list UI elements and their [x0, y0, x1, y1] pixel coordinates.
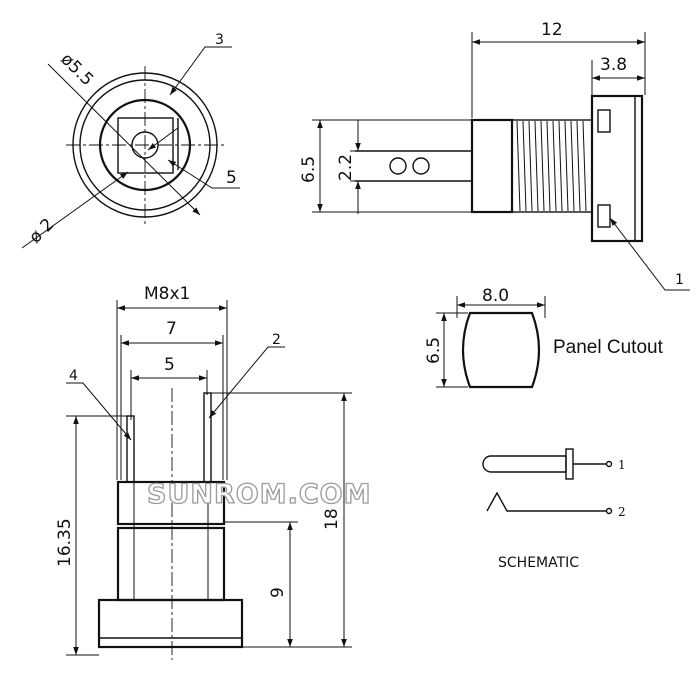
thread-line	[558, 120, 563, 212]
bottom-thread-label: M8x1	[144, 284, 190, 304]
schematic-pin-flange	[565, 448, 574, 480]
schematic-spring-contact	[486, 491, 606, 512]
front-contact-block	[117, 117, 174, 174]
cutout-shape	[461, 311, 541, 389]
side-length-label: 12	[541, 20, 563, 40]
cutout-title: Panel Cutout	[553, 337, 664, 358]
side-body	[470, 118, 514, 214]
schematic: 1 2 SCHEMATIC	[482, 448, 626, 571]
thread-line	[522, 120, 527, 212]
callout-5: 5	[226, 168, 237, 188]
schematic-title: SCHEMATIC	[498, 555, 579, 571]
side-pin-hole-1	[389, 157, 407, 175]
thread-line	[552, 120, 557, 212]
callout-3: 3	[215, 32, 224, 48]
side-pin-hole-2	[412, 157, 430, 175]
side-pin-spacing-label: 2.2	[336, 154, 356, 181]
thread-line	[564, 120, 569, 212]
schematic-terminal-1	[605, 460, 613, 468]
schematic-terminal-2	[605, 507, 613, 515]
bottom-flange	[97, 598, 244, 649]
bottom-body-height-label: 18	[322, 508, 342, 530]
front-dia-outer-label: ø5.5	[56, 49, 97, 90]
watermark: SUNROM.COM	[147, 479, 371, 510]
bottom-width-label: 7	[166, 319, 177, 339]
side-head-label: 3.8	[600, 55, 627, 75]
thread-line	[582, 120, 587, 212]
schematic-pin-2-label: 2	[618, 505, 626, 519]
schematic-pin-body	[482, 455, 567, 473]
callout-4: 4	[69, 368, 78, 384]
cutout-width-label: 8.0	[482, 286, 509, 306]
bottom-mount-height-label: 9	[268, 587, 288, 598]
thread-line	[546, 120, 551, 212]
side-thread-lines	[516, 120, 587, 212]
pin-4	[126, 415, 135, 483]
bottom-view: M8x1 7 5 4 2 16.35	[55, 284, 352, 660]
callout-1: 1	[675, 272, 684, 288]
cutout-height-label: 6.5	[424, 337, 444, 364]
side-head	[590, 94, 644, 243]
pin-2	[203, 392, 212, 483]
thread-line	[540, 120, 545, 212]
thread-line	[534, 120, 539, 212]
panel-cutout: 8.0 6.5 Panel Cutout	[424, 286, 664, 389]
thread-line	[570, 120, 575, 212]
schematic-pin-1-label: 1	[618, 458, 626, 472]
bottom-total-height-label: 16.35	[55, 518, 75, 567]
side-height-label: 6.5	[299, 156, 319, 183]
callout-2: 2	[272, 332, 281, 348]
side-view: 12 3.8 6.5 2.2 1	[299, 20, 690, 291]
front-view: ø5.5 ø 2 3 5	[21, 32, 240, 249]
thread-line	[576, 120, 581, 212]
thread-line	[528, 120, 533, 212]
bottom-pitch-label: 5	[164, 355, 175, 375]
thread-line	[516, 120, 521, 212]
